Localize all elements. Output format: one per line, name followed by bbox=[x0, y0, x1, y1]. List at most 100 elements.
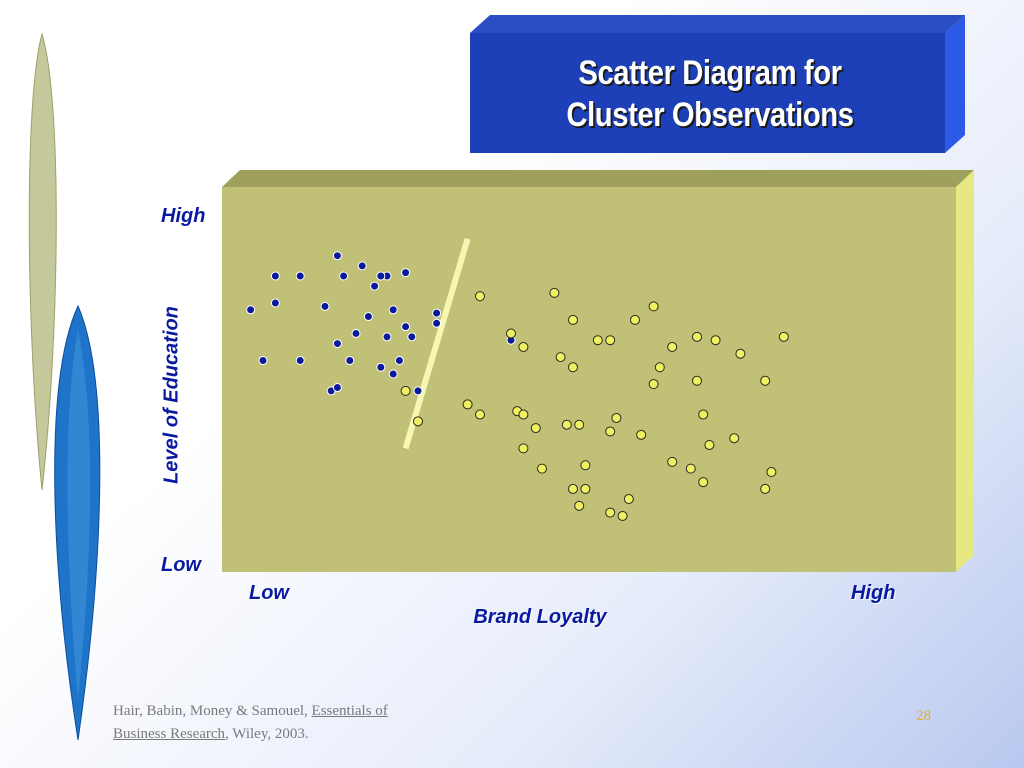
scatter-point-cluster-2 bbox=[549, 287, 560, 298]
scatter-point-cluster-2 bbox=[475, 291, 485, 302]
scatter-point-cluster-1 bbox=[376, 362, 386, 372]
scatter-point-cluster-2 bbox=[580, 460, 591, 471]
scatter-point-cluster-1 bbox=[332, 383, 342, 393]
title-box bbox=[470, 15, 965, 153]
scatter-point-cluster-2 bbox=[400, 385, 411, 396]
scatter-point-cluster-2 bbox=[561, 419, 572, 430]
scatter-point-cluster-1 bbox=[363, 312, 373, 322]
scatter-point-cluster-1 bbox=[332, 339, 342, 349]
scatter-point-cluster-2 bbox=[698, 477, 709, 488]
scatter-point-cluster-1 bbox=[370, 281, 380, 291]
scatter-point-cluster-2 bbox=[555, 352, 566, 363]
scatter-point-cluster-2 bbox=[475, 409, 485, 420]
scatter-point-cluster-1 bbox=[295, 355, 305, 365]
y-tick-label-high: High bbox=[161, 205, 206, 227]
scatter-point-cluster-2 bbox=[518, 409, 529, 420]
scatter-point-cluster-2 bbox=[574, 500, 585, 511]
scatter-point-cluster-1 bbox=[246, 305, 256, 315]
scatter-point-cluster-1 bbox=[401, 322, 411, 332]
olive-leaf-shape bbox=[28, 32, 57, 491]
y-axis-label: Level of Education bbox=[160, 306, 183, 484]
plot-panel-front-face bbox=[222, 187, 956, 572]
scatter-point-cluster-2 bbox=[537, 463, 547, 474]
scatter-point-cluster-2 bbox=[648, 379, 659, 390]
scatter-point-cluster-1 bbox=[394, 355, 404, 365]
scatter-point-cluster-1 bbox=[357, 261, 367, 271]
scatter-point-cluster-2 bbox=[685, 463, 696, 474]
scatter-point-cluster-2 bbox=[605, 507, 616, 518]
scatter-point-cluster-2 bbox=[623, 494, 634, 505]
scatter-point-cluster-2 bbox=[667, 341, 678, 352]
scatter-point-cluster-2 bbox=[568, 483, 578, 494]
scatter-point-cluster-1 bbox=[376, 271, 386, 281]
scatter-point-cluster-2 bbox=[654, 362, 665, 373]
blue-leaf-highlight bbox=[67, 330, 91, 700]
scatter-point-cluster-1 bbox=[401, 268, 411, 278]
scatter-point-cluster-2 bbox=[506, 328, 516, 339]
citation-footer: Hair, Babin, Money & Samouel, Essentials… bbox=[113, 700, 533, 746]
scatter-point-cluster-2 bbox=[648, 301, 659, 312]
book-title-link-part1[interactable]: Essentials of bbox=[311, 703, 388, 719]
scatter-point-cluster-1 bbox=[270, 271, 280, 281]
scatter-point-cluster-2 bbox=[636, 429, 647, 440]
scatter-point-cluster-2 bbox=[778, 331, 789, 342]
title-box-front-face bbox=[470, 33, 945, 153]
scatter-point-cluster-2 bbox=[574, 419, 585, 430]
slide-title: Scatter Diagram for Cluster Observations bbox=[529, 52, 890, 136]
scatter-point-cluster-2 bbox=[630, 314, 640, 325]
title-box-top-face bbox=[470, 15, 965, 33]
scatter-point-cluster-2 bbox=[611, 412, 622, 423]
scatter-point-cluster-1 bbox=[382, 332, 392, 342]
scatter-point-cluster-2 bbox=[692, 331, 702, 342]
cluster-divider-line bbox=[402, 237, 471, 450]
scatter-point-cluster-1 bbox=[388, 305, 398, 315]
scatter-point-cluster-2 bbox=[617, 510, 628, 521]
scatter-point-cluster-2 bbox=[698, 409, 709, 420]
scatter-point-cluster-2 bbox=[518, 443, 529, 454]
x-axis-label: Brand Loyalty bbox=[473, 606, 607, 628]
scatter-point-cluster-1 bbox=[432, 318, 442, 328]
scatter-point-cluster-2 bbox=[580, 483, 591, 494]
scatter-point-cluster-2 bbox=[530, 423, 541, 434]
scatter-point-cluster-2 bbox=[605, 426, 616, 437]
scatter-point-cluster-2 bbox=[729, 433, 740, 444]
y-tick-label-low: Low bbox=[161, 554, 201, 576]
x-tick-label-high: High bbox=[851, 582, 896, 604]
x-tick-label-low: Low bbox=[249, 582, 289, 604]
scatter-point-cluster-2 bbox=[568, 362, 578, 373]
scatter-point-cluster-2 bbox=[704, 439, 715, 450]
title-box-side-face bbox=[945, 15, 965, 153]
scatter-point-cluster-2 bbox=[692, 375, 702, 386]
scatter-point-cluster-2 bbox=[568, 314, 578, 325]
scatter-point-cluster-1 bbox=[407, 332, 417, 342]
scatter-point-cluster-1 bbox=[388, 369, 398, 379]
scatter-point-cluster-2 bbox=[462, 399, 473, 410]
scatter-point-cluster-2 bbox=[760, 375, 771, 386]
scatter-point-cluster-2 bbox=[413, 416, 423, 427]
scatter-point-cluster-2 bbox=[710, 335, 721, 346]
scatter-point-cluster-1 bbox=[258, 355, 268, 365]
scatter-point-cluster-1 bbox=[332, 251, 342, 261]
scatter-point-cluster-2 bbox=[760, 483, 771, 494]
plot-panel-side-face bbox=[956, 170, 974, 572]
scatter-point-cluster-2 bbox=[592, 335, 603, 346]
page-number: 28 bbox=[916, 708, 931, 724]
scatter-point-cluster-2 bbox=[667, 456, 678, 467]
scatter-point-cluster-1 bbox=[413, 386, 423, 396]
title-line-1: Scatter Diagram for bbox=[578, 54, 842, 92]
scatter-point-cluster-1 bbox=[351, 328, 361, 338]
scatter-point-cluster-1 bbox=[295, 271, 305, 281]
decorative-leaves bbox=[28, 32, 101, 741]
scatter-point-cluster-2 bbox=[605, 335, 616, 346]
scatter-point-cluster-1 bbox=[345, 355, 355, 365]
title-line-2: Cluster Observations bbox=[566, 96, 854, 134]
scatter-point-cluster-1 bbox=[339, 271, 349, 281]
scatter-point-cluster-2 bbox=[518, 341, 529, 352]
scatter-point-cluster-2 bbox=[735, 348, 746, 359]
book-title-link-part2[interactable]: Business Research bbox=[113, 726, 226, 742]
scatter-point-cluster-2 bbox=[766, 467, 777, 478]
scatter-point-cluster-1 bbox=[432, 308, 442, 318]
scatter-point-cluster-1 bbox=[320, 301, 330, 311]
plot-panel-top-face bbox=[222, 170, 974, 187]
